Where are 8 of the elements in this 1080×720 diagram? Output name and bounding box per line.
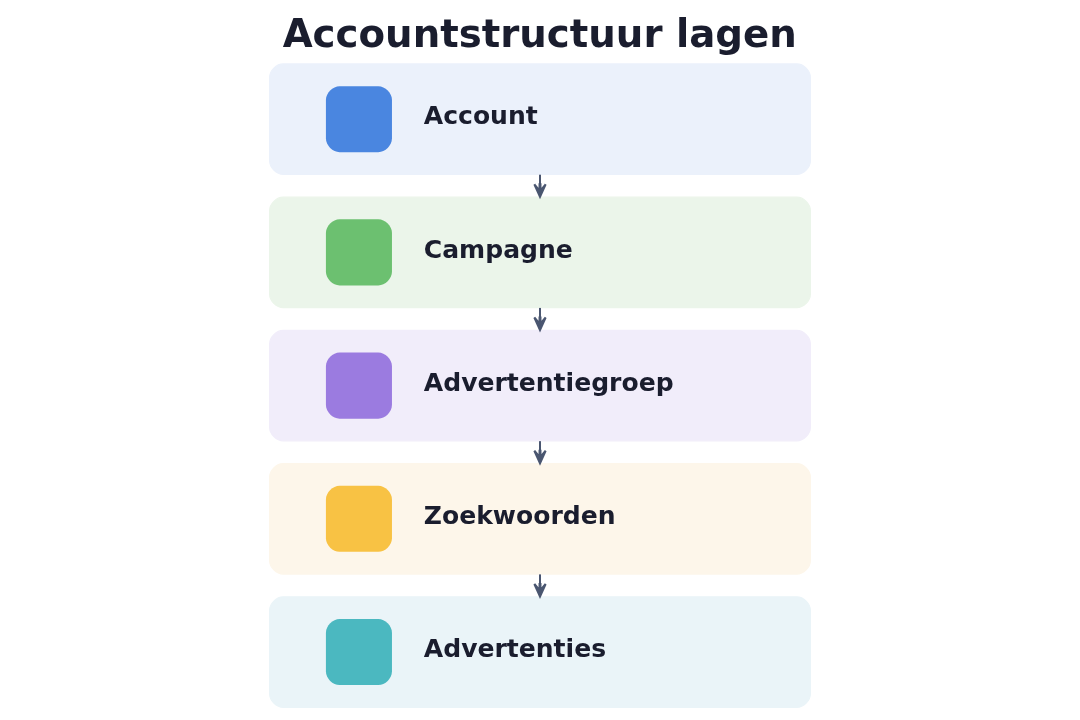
arrow (533, 574, 547, 598)
diagram-title: Accountstructuur lagen (282, 11, 797, 57)
node-box: Advertentiegroep (269, 329, 812, 442)
node-box: Campagne (269, 196, 812, 309)
arrow (533, 441, 547, 465)
node-box: Advertenties (269, 596, 812, 708)
node-box: Account (269, 63, 812, 175)
node-box: Zoekwoorden (269, 463, 812, 575)
